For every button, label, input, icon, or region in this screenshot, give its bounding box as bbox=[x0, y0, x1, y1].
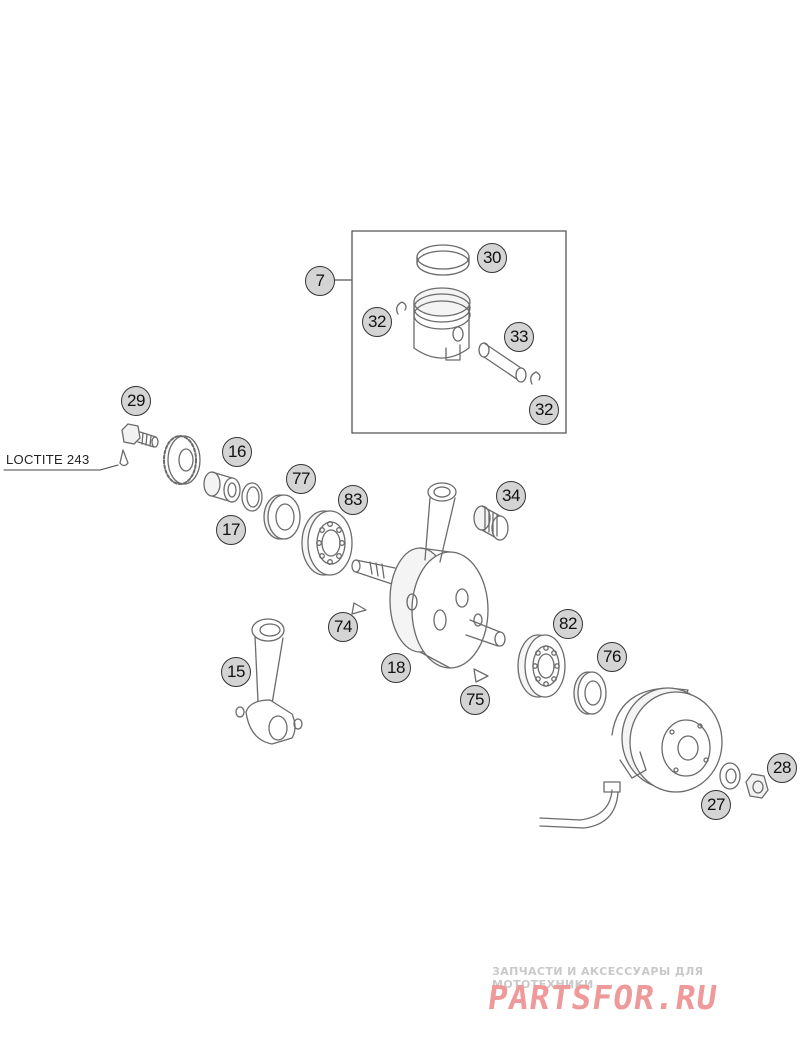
bearing-sleeve bbox=[203, 471, 241, 503]
callout-17[interactable]: 17 bbox=[216, 515, 246, 545]
callout-33[interactable]: 33 bbox=[504, 322, 534, 352]
callout-82[interactable]: 82 bbox=[553, 609, 583, 639]
callout-76[interactable]: 76 bbox=[597, 642, 627, 672]
woodruff-key-75 bbox=[473, 668, 489, 683]
connecting-rod bbox=[235, 618, 303, 745]
callout-30[interactable]: 30 bbox=[477, 243, 507, 273]
callout-16[interactable]: 16 bbox=[222, 437, 252, 467]
callout-29[interactable]: 29 bbox=[121, 386, 151, 416]
callout-27[interactable]: 27 bbox=[701, 790, 731, 820]
circlip-right bbox=[530, 371, 541, 385]
piston bbox=[413, 287, 471, 361]
connecting-rod-assembled bbox=[424, 482, 457, 563]
circlip-left bbox=[396, 301, 407, 315]
shaft-seal-77 bbox=[263, 494, 301, 540]
callout-75[interactable]: 75 bbox=[460, 685, 490, 715]
piston-kit-frame bbox=[334, 230, 567, 434]
callout-7[interactable]: 7 bbox=[305, 266, 335, 296]
shaft-seal-76 bbox=[573, 671, 607, 715]
woodruff-key-74 bbox=[351, 602, 367, 615]
washer-17 bbox=[241, 482, 263, 512]
nut-28 bbox=[745, 773, 769, 799]
crankshaft bbox=[351, 547, 506, 669]
ball-bearing-82 bbox=[517, 634, 566, 698]
callout-32-right[interactable]: 32 bbox=[529, 395, 559, 425]
ball-bearing-83 bbox=[301, 510, 353, 576]
callout-74[interactable]: 74 bbox=[328, 612, 358, 642]
callout-77[interactable]: 77 bbox=[286, 464, 316, 494]
loctite-note: LOCTITE 243 bbox=[6, 452, 90, 467]
piston-ring bbox=[416, 244, 470, 276]
callout-18[interactable]: 18 bbox=[381, 653, 411, 683]
locking-drop bbox=[119, 449, 129, 467]
watermark-caption: ЗАПЧАСТИ И АКСЕССУАРЫ ДЛЯ МОТОТЕХНИКИ bbox=[492, 965, 704, 991]
needle-bearing bbox=[473, 505, 509, 541]
ignition-rotor bbox=[539, 687, 723, 829]
callout-28[interactable]: 28 bbox=[767, 753, 797, 783]
watermark-logo: PARTSFOR.RU bbox=[485, 978, 721, 1017]
callout-15[interactable]: 15 bbox=[221, 657, 251, 687]
bolt bbox=[121, 423, 159, 448]
callout-34[interactable]: 34 bbox=[496, 481, 526, 511]
loctite-leader bbox=[3, 464, 119, 471]
callout-32-left[interactable]: 32 bbox=[362, 307, 392, 337]
primary-gear bbox=[163, 435, 201, 485]
callout-83[interactable]: 83 bbox=[338, 485, 368, 515]
piston-pin bbox=[478, 342, 527, 383]
washer-27 bbox=[719, 762, 741, 790]
